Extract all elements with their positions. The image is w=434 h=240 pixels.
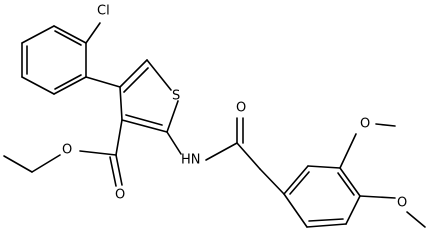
bond [79,150,117,156]
amine-label: HN [181,153,201,168]
bond [85,76,121,88]
bond [54,74,82,90]
bond [306,223,347,228]
ester-oxygen-label: O [62,143,72,158]
bond [119,59,148,88]
bond [359,195,396,199]
bond [85,22,101,44]
bond [307,165,341,169]
bond [146,59,172,91]
bond [259,168,285,195]
chlorine-label: Cl [97,4,110,19]
bond [345,195,361,225]
bond [21,25,55,44]
amide-oxygen-label: O [236,101,246,116]
bond [166,131,182,155]
bond [236,142,261,170]
bond [205,142,238,161]
bond [3,155,33,173]
bond [53,76,87,95]
bond [283,193,308,228]
methoxy-oxygen-top-label: O [360,117,370,132]
bond [109,156,117,187]
bond [119,86,123,121]
bond-skeleton [3,22,426,228]
bond [339,167,361,197]
bond [31,154,61,173]
sulfur-label: S [172,89,180,104]
bond [308,218,344,222]
bond [375,123,396,127]
bond [337,172,355,196]
bond [53,25,87,44]
bond [283,165,309,195]
ester-carbonyl-oxygen-label: O [115,188,125,203]
bond [123,67,149,93]
bond [125,114,163,126]
bond [289,171,310,195]
bond [115,119,123,156]
bond [115,154,123,186]
bond [21,76,55,95]
methoxy-oxygen-bottom-label: O [397,196,407,211]
bond [54,30,82,46]
bond [406,211,426,228]
bond [121,119,168,133]
bond [166,100,179,133]
bond [339,133,357,169]
atom-labels: Cl S O HN O O O O [62,4,407,211]
